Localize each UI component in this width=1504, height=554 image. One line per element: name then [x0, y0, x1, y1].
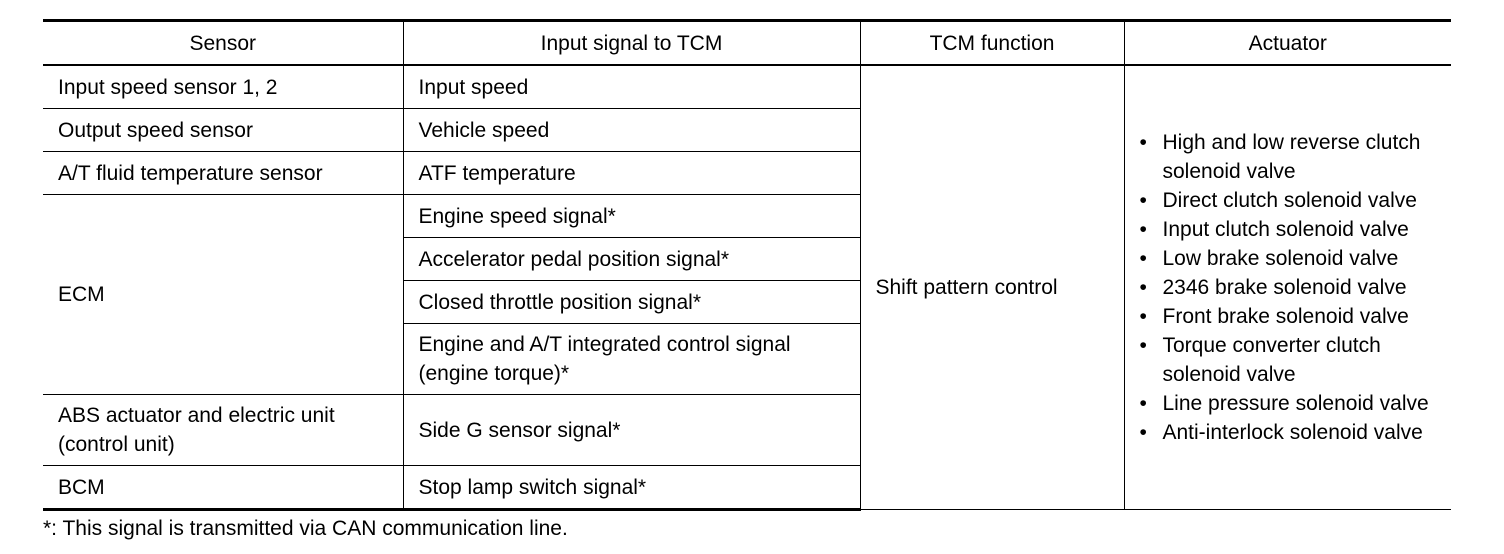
signal-cell: Side G sensor signal*	[402, 394, 861, 466]
header-tcm-function: TCM function	[859, 19, 1125, 66]
signal-cell: Closed throttle position signal*	[403, 280, 861, 324]
actuator-label: Line pressure solenoid valve	[1162, 392, 1429, 415]
actuator-label: Front brake solenoid valve	[1162, 305, 1409, 328]
table-row: Closed throttle position signal*	[43, 280, 1451, 324]
actuator-item: • Direct clutch solenoid valve	[1140, 186, 1437, 215]
sensor-cell-ecm: ECM	[43, 194, 404, 395]
actuator-label: Anti-interlock solenoid valve	[1162, 421, 1423, 444]
sensor-cell: BCM	[43, 465, 404, 511]
tcm-signal-table: Sensor Input signal to TCM TCM function …	[43, 19, 1451, 511]
actuator-item: • Torque converter clutch solenoid valve	[1140, 331, 1437, 389]
table-row: ECM Engine speed signal*	[43, 194, 1451, 395]
sensor-cell: Input speed sensor 1, 2	[43, 64, 404, 109]
signal-cell: Accelerator pedal position signal*	[403, 237, 861, 281]
actuator-list: • High and low reverse clutch solenoid va…	[1140, 128, 1437, 447]
table-row: ABS actuator and electric unit (control …	[43, 394, 1451, 466]
tcm-function-cell: Shift pattern control	[859, 64, 1125, 510]
table-row: Output speed sensor Vehicle speed	[43, 108, 1451, 152]
bullet-icon: •	[1139, 131, 1147, 154]
sensor-cell: A/T fluid temperature sensor	[43, 151, 404, 195]
signal-cell: ATF temperature	[402, 151, 861, 195]
actuator-item: • 2346 brake solenoid valve	[1140, 273, 1437, 302]
header-input-signal: Input signal to TCM	[402, 19, 861, 66]
table-row: BCM Stop lamp switch signal*	[43, 465, 1451, 511]
header-sensor: Sensor	[43, 19, 404, 66]
table-row: Engine and A/T integrated control signal…	[43, 323, 1451, 395]
table-row: Input speed sensor 1, 2 Input speed Shif…	[43, 64, 1451, 510]
bullet-icon: •	[1139, 189, 1147, 212]
actuator-cell: • High and low reverse clutch solenoid va…	[1123, 64, 1451, 510]
actuator-item: • Low brake solenoid valve	[1140, 244, 1437, 273]
signal-cell: Engine speed signal*	[402, 194, 861, 238]
bullet-icon: •	[1139, 276, 1147, 299]
header-actuator: Actuator	[1123, 19, 1451, 66]
bullet-icon: •	[1139, 305, 1147, 328]
table-header-row: Sensor Input signal to TCM TCM function …	[43, 19, 1451, 66]
bullet-icon: •	[1139, 392, 1147, 415]
signal-cell: Stop lamp switch signal*	[402, 465, 861, 511]
actuator-label: 2346 brake solenoid valve	[1162, 276, 1407, 299]
bullet-icon: •	[1139, 421, 1147, 444]
sensor-cell: Output speed sensor	[43, 108, 404, 152]
bullet-icon: •	[1139, 247, 1147, 270]
actuator-label: Input clutch solenoid valve	[1162, 218, 1409, 241]
bullet-icon: •	[1139, 218, 1147, 241]
table-row: Accelerator pedal position signal*	[43, 237, 1451, 281]
signal-cell: Engine and A/T integrated control signal…	[403, 323, 861, 395]
actuator-label: Direct clutch solenoid valve	[1162, 189, 1417, 212]
bullet-icon: •	[1139, 334, 1147, 357]
actuator-item: • Anti-interlock solenoid valve	[1140, 418, 1437, 447]
actuator-label: Torque converter clutch solenoid valve	[1162, 334, 1381, 386]
footnote: *: This signal is transmitted via CAN co…	[43, 517, 568, 540]
actuator-label: Low brake solenoid valve	[1162, 247, 1399, 270]
signal-table-wrapper: Sensor Input signal to TCM TCM function …	[43, 19, 1451, 511]
actuator-item: • Input clutch solenoid valve	[1140, 215, 1437, 244]
actuator-item: • Line pressure solenoid valve	[1140, 389, 1437, 418]
sensor-cell: ABS actuator and electric unit (control …	[43, 394, 404, 466]
signal-cell: Vehicle speed	[402, 108, 861, 152]
actuator-item: • High and low reverse clutch solenoid va…	[1140, 128, 1437, 186]
signal-cell: Input speed	[402, 64, 861, 109]
actuator-label: High and low reverse clutch solenoid val…	[1162, 131, 1421, 183]
actuator-item: • Front brake solenoid valve	[1140, 302, 1437, 331]
